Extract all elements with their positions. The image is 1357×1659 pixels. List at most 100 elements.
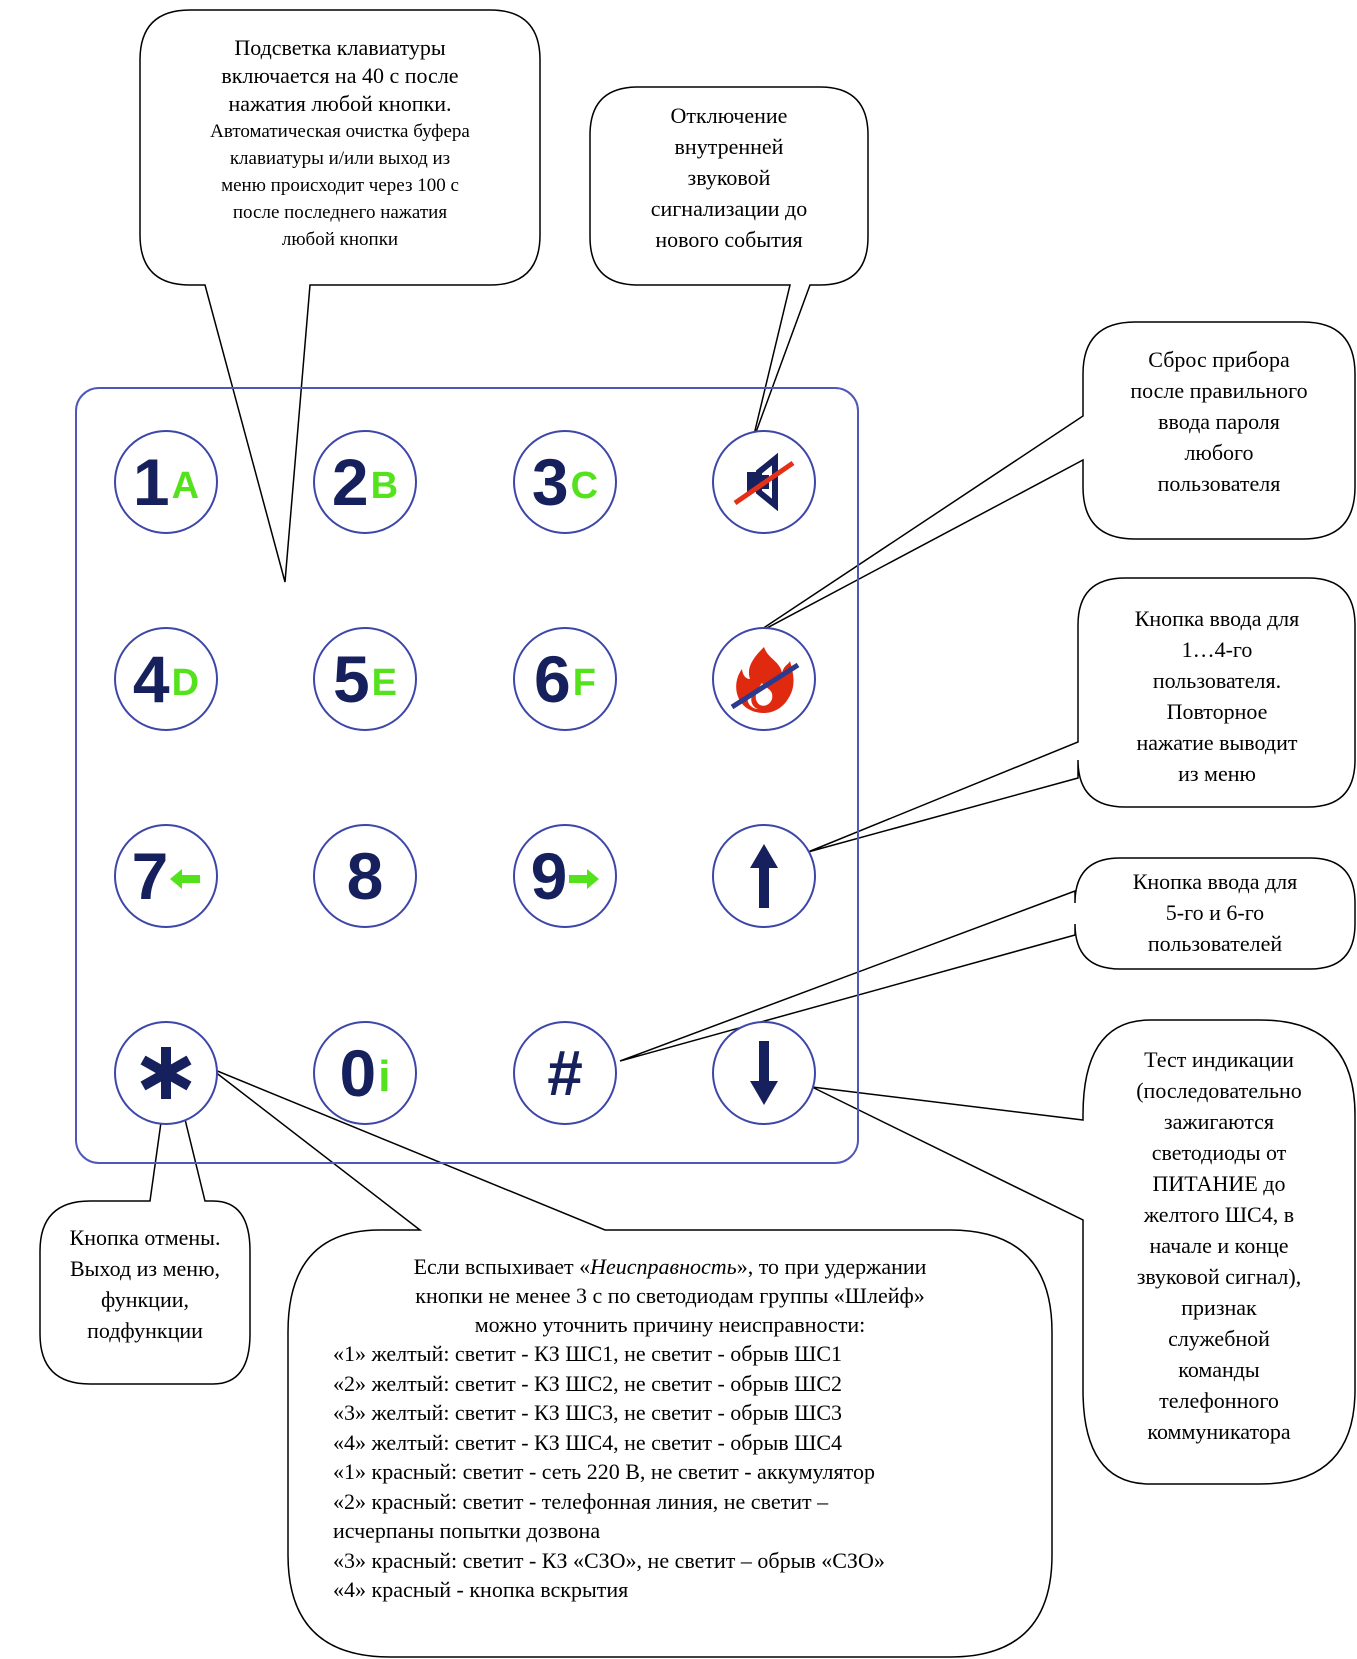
key-6-digit: 6 [534,642,571,716]
key-9[interactable]: 9 [513,824,617,928]
callout-enter14-line: из меню [1178,761,1256,786]
fault-item: «1» красный: светит - сеть 220 В, не све… [333,1459,875,1484]
callout-test-line: служебной [1168,1326,1270,1351]
callout-enter14: Кнопка ввода для 1…4-го пользователя. По… [1085,603,1349,789]
callout-test-line: начале и конце [1149,1233,1289,1258]
fault-item: исчерпаны попытки дозвона [333,1518,601,1543]
arrow-down-icon [749,1041,779,1105]
key-8-digit: 8 [346,839,384,913]
callout-backlight-line: меню происходит через 100 с [221,175,459,196]
fault-item: «3» красный: светит - КЗ «СЗО», не свети… [333,1547,885,1573]
callout-enter14-line: Повторное [1166,699,1268,724]
fault-item: «4» красный - кнопка вскрытия [333,1577,629,1602]
key-7-digit: 7 [131,839,169,913]
callout-backlight-line: включается на 40 с после [221,63,459,88]
key-9-digit: 9 [530,839,568,913]
key-5-digit: 5 [332,642,370,716]
key-hash[interactable]: # [513,1021,617,1125]
key-3-letter: C [570,465,599,507]
key-1-letter: A [171,465,200,507]
key-fire-reset[interactable] [712,627,816,731]
callout-test-line: Тест индикации [1144,1047,1294,1072]
callout-reset-bubble [749,321,1356,638]
callout-backlight-line: после последнего нажатия [232,202,448,223]
callout-mute-line: звуковой [687,165,771,190]
callout-test-bubble [811,1019,1356,1485]
callout-cancel: Кнопка отмены. Выход из меню, функции, п… [42,1222,248,1346]
arrow-up-icon [749,844,779,908]
callout-cancel-line: Выход из меню, [69,1256,221,1281]
callout-backlight-bubble [139,9,541,583]
fault-intro-post: », то при удержании [736,1254,927,1279]
key-up[interactable] [712,824,816,928]
callout-enter56-line: Кнопка ввода для [1132,869,1298,894]
callout-enter14-line: пользователя. [1152,668,1282,693]
key-0-digit: 0 [339,1036,377,1110]
key-down[interactable] [712,1021,816,1125]
callout-mute-line: Отключение [670,103,788,128]
key-6-letter: F [572,662,596,704]
key-2-digit: 2 [331,445,369,519]
callout-backlight-line: любой кнопки [281,229,399,250]
callout-reset-line: пользователя [1157,471,1281,496]
callout-test-line: звуковой сигнал), [1136,1264,1302,1289]
callout-backlight-line: клавиатуры и/или выход из [229,148,451,169]
callout-test-line: (последовательно [1136,1078,1302,1103]
callout-mute-bubble [589,86,869,444]
callout-backlight-line: нажатия любой кнопки. [228,91,452,116]
callout-enter14-bubble [807,577,1356,853]
key-mute[interactable] [712,430,816,534]
callout-fault-intro: Если вспыхивает «Неисправность», то при … [300,1252,1040,1339]
callout-mute: Отключение внутренней звуковой сигнализа… [600,100,858,255]
callout-test-line: телефонного [1159,1388,1279,1413]
callout-fault-list: «1» желтый: светит - КЗ ШС1, не светит -… [333,1339,1033,1605]
callout-enter56-line: 5-го и 6-го [1165,900,1265,925]
fire-reset-icon [724,639,804,719]
key-3-digit: 3 [531,445,569,519]
callout-test-line: признак [1181,1295,1257,1320]
arrow-right-icon [569,867,600,891]
key-5-letter: E [371,662,398,704]
callout-cancel-line: подфункции [87,1318,203,1343]
fault-intro-pre: Если вспыхивает « [413,1254,591,1279]
callout-enter56-line: пользователей [1147,931,1283,956]
key-2-letter: B [370,465,399,507]
asterisk-icon [136,1043,196,1103]
callout-test-line: желтого ШС4, в [1143,1202,1295,1227]
callout-backlight: Подсветка клавиатуры включается на 40 с … [150,34,530,253]
callout-test: Тест индикации (последовательно зажигают… [1088,1044,1350,1447]
callout-mute-line: внутренней [674,134,784,159]
callout-cancel-line: Кнопка отмены. [69,1225,221,1250]
fault-intro-line1: Если вспыхивает «Неисправность», то при … [300,1252,1040,1281]
callout-reset-line: ввода пароля [1158,409,1280,434]
key-hash-symbol: # [547,1037,583,1109]
callout-mute-line: нового события [655,227,803,252]
key-8[interactable]: 8 [313,824,417,928]
key-star[interactable] [114,1021,218,1125]
fault-intro-line3: можно уточнить причину неисправности: [474,1312,866,1337]
keypad-frame [75,387,859,1164]
callout-cancel-bubble [39,1057,251,1385]
key-4-letter: D [171,662,200,704]
fault-intro-line2: кнопки не менее 3 с по светодиодам групп… [415,1283,925,1308]
callout-test-line: зажигаются [1163,1109,1275,1134]
speaker-muted-icon [729,447,799,517]
fault-item: «2» желтый: светит - КЗ ШС2, не светит -… [333,1370,842,1396]
key-1-digit: 1 [132,445,170,519]
callout-reset: Сброс прибора после правильного ввода па… [1090,344,1348,499]
key-7[interactable]: 7 [114,824,218,928]
arrow-left-icon [170,867,201,891]
callout-enter14-line: 1…4-го [1181,637,1253,662]
callout-enter14-line: Кнопка ввода для [1134,606,1300,631]
fault-item: «3» желтый: светит - КЗ ШС3, не светит -… [333,1400,842,1425]
callout-enter56-bubble [619,857,1356,1062]
fault-item: «1» желтый: светит - КЗ ШС1, не светит -… [333,1341,842,1366]
callout-test-line: команды [1178,1357,1260,1382]
